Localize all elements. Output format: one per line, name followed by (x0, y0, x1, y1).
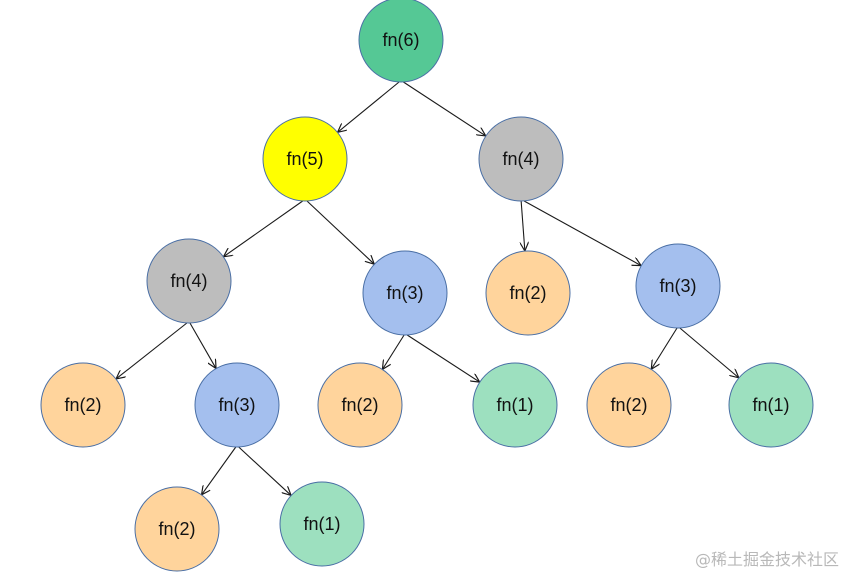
edge-n-root-6-to-n-l-5 (338, 81, 400, 132)
node-circle (586, 362, 672, 448)
edge-n-l-5-to-n-ll-4 (224, 200, 303, 256)
edge-n-lr-3-to-n-lrl-2 (383, 334, 405, 369)
node-label: fn(2) (610, 395, 647, 415)
node-label: fn(1) (752, 395, 789, 415)
node-label: fn(2) (341, 395, 378, 415)
node-label: fn(1) (303, 514, 340, 534)
edge-n-r-4-to-n-rr-3 (523, 200, 640, 265)
node-n-llr-3: fn(3) (194, 362, 280, 448)
node-n-l-5: fn(5) (262, 116, 348, 202)
node-n-rl-2: fn(2) (485, 250, 571, 336)
edge-n-r-4-to-n-rl-2 (521, 200, 525, 250)
node-n-rrl-2: fn(2) (586, 362, 672, 448)
node-label: fn(1) (496, 395, 533, 415)
edge-n-root-6-to-n-r-4 (403, 81, 485, 135)
node-circle (358, 0, 444, 83)
node-label: fn(5) (286, 149, 323, 169)
node-circle (478, 116, 564, 202)
node-circle (279, 481, 365, 567)
edge-n-ll-4-to-n-llr-3 (189, 322, 216, 368)
node-label: fn(4) (170, 271, 207, 291)
node-n-ll-4: fn(4) (146, 238, 232, 324)
node-label: fn(3) (218, 395, 255, 415)
node-circle (472, 362, 558, 448)
node-circle (728, 362, 814, 448)
node-circle (134, 486, 220, 572)
node-circle (635, 243, 721, 329)
node-n-root-6: fn(6) (358, 0, 444, 83)
node-n-lrl-2: fn(2) (317, 362, 403, 448)
node-n-lrr-1: fn(1) (472, 362, 558, 448)
edge-n-l-5-to-n-lr-3 (306, 200, 374, 264)
node-n-r-4: fn(4) (478, 116, 564, 202)
node-circle (146, 238, 232, 324)
edge-n-llr-3-to-n-llrl-2 (202, 446, 237, 494)
node-circle (262, 116, 348, 202)
node-circle (485, 250, 571, 336)
node-n-lr-3: fn(3) (362, 250, 448, 336)
edge-n-rr-3-to-n-rrl-2 (652, 327, 678, 369)
node-circle (40, 362, 126, 448)
node-label: fn(2) (158, 519, 195, 539)
node-label: fn(2) (64, 395, 101, 415)
node-label: fn(3) (659, 276, 696, 296)
node-label: fn(3) (386, 283, 423, 303)
node-n-llrr-1: fn(1) (279, 481, 365, 567)
edge-n-rr-3-to-n-rrr-1 (679, 327, 738, 377)
edge-n-llr-3-to-n-llrr-1 (238, 446, 291, 495)
node-n-llrl-2: fn(2) (134, 486, 220, 572)
node-label: fn(6) (382, 30, 419, 50)
edges-layer (117, 81, 738, 495)
node-circle (362, 250, 448, 336)
node-n-lll-2: fn(2) (40, 362, 126, 448)
nodes-layer: fn(6) fn(5) fn(4) fn(4) fn(3) fn(2) fn(3) fn(2)… (40, 0, 814, 572)
node-label: fn(4) (502, 149, 539, 169)
edge-n-ll-4-to-n-lll-2 (117, 322, 188, 378)
node-circle (194, 362, 280, 448)
node-label: fn(2) (509, 283, 546, 303)
node-n-rrr-1: fn(1) (728, 362, 814, 448)
node-circle (317, 362, 403, 448)
edge-n-lr-3-to-n-lrr-1 (406, 334, 479, 382)
watermark-text: @稀土掘金技术社区 (694, 550, 839, 569)
node-n-rr-3: fn(3) (635, 243, 721, 329)
